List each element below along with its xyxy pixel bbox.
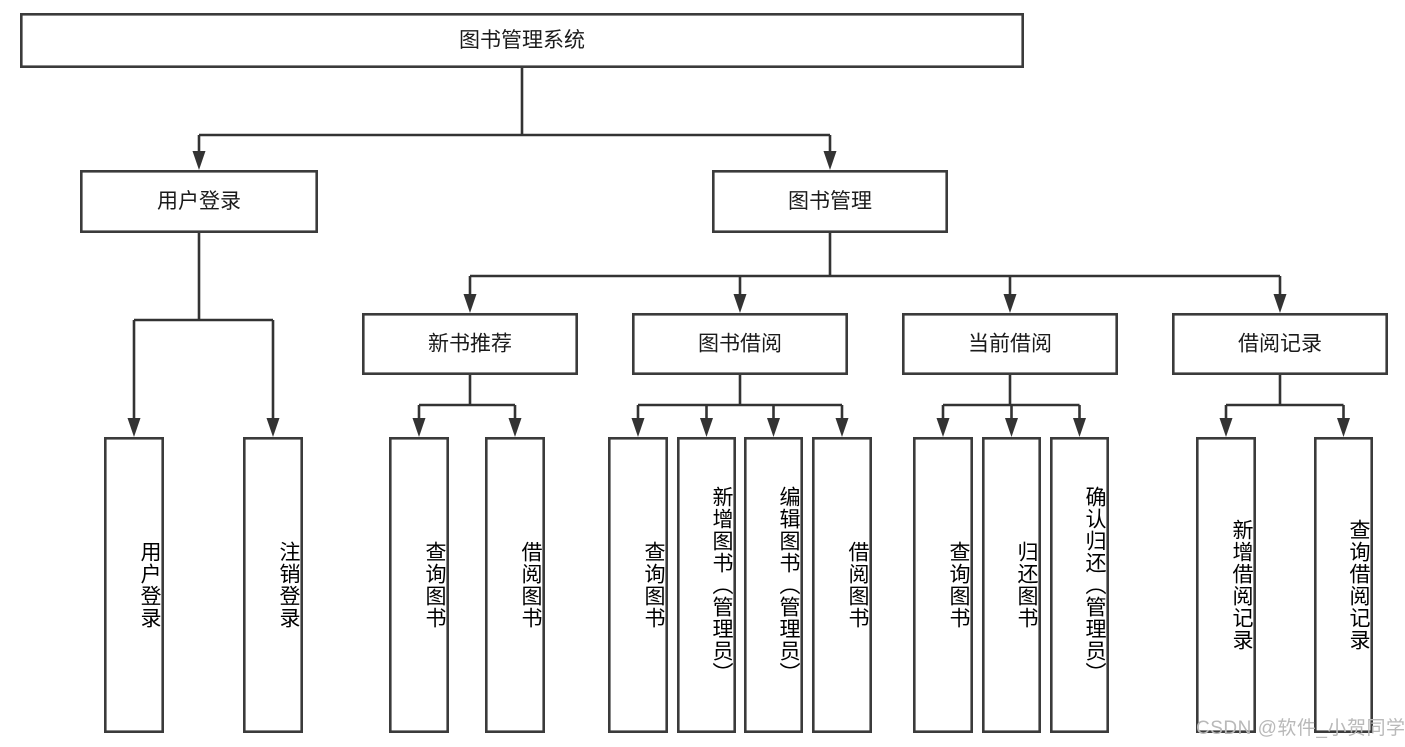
node-box-leaf-user-logout[interactable] xyxy=(243,436,304,733)
arrow-head-leaf-user-login xyxy=(127,418,141,437)
node-label-leaf-edit-book: 编辑图书（管理员） xyxy=(777,486,800,684)
node-box-leaf-user-login[interactable] xyxy=(104,436,165,733)
node-box-leaf-confirm-return[interactable] xyxy=(1050,436,1110,733)
node-label-wrap-leaf-user-logout: 注销登录 xyxy=(246,447,300,723)
arrow-head-leaf-borrow-book-2 xyxy=(835,418,849,437)
node-label-user-login: 用户登录 xyxy=(157,190,241,213)
node-box-leaf-return-book[interactable] xyxy=(981,436,1041,733)
node-label-wrap-leaf-query-book-1: 查询图书 xyxy=(392,447,446,723)
node-label-leaf-query-record: 查询借阅记录 xyxy=(1347,519,1370,651)
node-label-leaf-add-book: 新增图书（管理员） xyxy=(710,486,733,684)
node-label-wrap-leaf-edit-book: 编辑图书（管理员） xyxy=(747,447,800,723)
node-label-new-book-recommend: 新书推荐 xyxy=(428,333,512,356)
node-label-leaf-return-book: 归还图书 xyxy=(1015,541,1038,629)
node-label-leaf-borrow-book-2: 借阅图书 xyxy=(846,541,869,629)
node-label-wrap-leaf-query-book-3: 查询图书 xyxy=(916,447,970,723)
node-label-leaf-query-book-2: 查询图书 xyxy=(642,541,665,629)
node-box-root[interactable] xyxy=(19,13,1025,69)
arrow-head-book-borrow xyxy=(733,294,747,313)
node-label-book-borrow: 图书借阅 xyxy=(698,333,782,356)
arrow-head-leaf-query-book-2 xyxy=(631,418,645,437)
node-label-leaf-query-book-3: 查询图书 xyxy=(947,541,970,629)
node-label-book-manage: 图书管理 xyxy=(788,190,872,213)
node-box-book-manage[interactable] xyxy=(711,170,948,234)
node-box-leaf-query-book-1[interactable] xyxy=(388,436,449,733)
arrow-head-current-borrow xyxy=(1003,294,1017,313)
node-label-leaf-add-record: 新增借阅记录 xyxy=(1230,519,1253,651)
node-label-wrap-leaf-user-login: 用户登录 xyxy=(107,447,161,723)
connector-lines xyxy=(127,68,1350,437)
node-label-wrap-leaf-borrow-book-2: 借阅图书 xyxy=(815,447,869,723)
node-label-wrap-leaf-confirm-return: 确认归还（管理员） xyxy=(1053,447,1106,723)
node-box-leaf-query-book-3[interactable] xyxy=(912,436,973,733)
node-label-wrap-leaf-return-book: 归还图书 xyxy=(985,447,1038,723)
arrow-head-user-login xyxy=(192,151,206,170)
node-box-leaf-add-record[interactable] xyxy=(1196,436,1257,733)
node-label-leaf-borrow-book-1: 借阅图书 xyxy=(519,541,542,629)
arrow-head-leaf-return-book xyxy=(1005,418,1018,437)
node-box-borrow-record[interactable] xyxy=(1172,312,1389,375)
arrow-head-leaf-borrow-book-1 xyxy=(508,418,522,437)
node-label-leaf-user-logout: 注销登录 xyxy=(277,541,300,629)
node-label-wrap-leaf-add-record: 新增借阅记录 xyxy=(1199,447,1253,723)
arrow-head-leaf-query-book-1 xyxy=(412,418,426,437)
arrow-head-leaf-edit-book xyxy=(767,418,780,437)
node-label-leaf-confirm-return: 确认归还（管理员） xyxy=(1083,486,1106,684)
node-box-leaf-add-book[interactable] xyxy=(676,436,736,733)
arrow-head-book-manage xyxy=(823,151,837,170)
node-label-wrap-leaf-borrow-book-1: 借阅图书 xyxy=(488,447,542,723)
node-label-current-borrow: 当前借阅 xyxy=(968,333,1052,356)
arrow-head-leaf-confirm-return xyxy=(1073,418,1086,437)
node-box-leaf-query-book-2[interactable] xyxy=(607,436,668,733)
node-box-leaf-query-record[interactable] xyxy=(1314,436,1374,733)
node-box-leaf-borrow-book-2[interactable] xyxy=(811,436,872,733)
arrow-head-leaf-add-book xyxy=(700,418,713,437)
node-box-leaf-borrow-book-1[interactable] xyxy=(484,436,545,733)
node-label-wrap-leaf-add-book: 新增图书（管理员） xyxy=(680,447,733,723)
node-label-root: 图书管理系统 xyxy=(459,29,585,52)
arrow-head-new-book-recommend xyxy=(463,294,477,313)
node-label-wrap-leaf-query-record: 查询借阅记录 xyxy=(1317,447,1370,723)
node-label-leaf-query-book-1: 查询图书 xyxy=(423,541,446,629)
arrow-head-leaf-add-record xyxy=(1219,418,1233,437)
node-box-new-book-recommend[interactable] xyxy=(361,312,578,375)
node-box-leaf-edit-book[interactable] xyxy=(743,436,803,733)
node-label-borrow-record: 借阅记录 xyxy=(1238,333,1322,356)
node-label-wrap-leaf-query-book-2: 查询图书 xyxy=(611,447,665,723)
node-label-leaf-user-login: 用户登录 xyxy=(138,541,161,629)
node-box-current-borrow[interactable] xyxy=(901,312,1118,375)
arrow-head-borrow-record xyxy=(1273,294,1287,313)
arrow-head-leaf-user-logout xyxy=(266,418,280,437)
arrow-head-leaf-query-book-3 xyxy=(936,418,950,437)
node-box-book-borrow[interactable] xyxy=(631,312,848,375)
node-box-user-login[interactable] xyxy=(80,170,318,234)
arrow-head-leaf-query-record xyxy=(1337,418,1350,437)
